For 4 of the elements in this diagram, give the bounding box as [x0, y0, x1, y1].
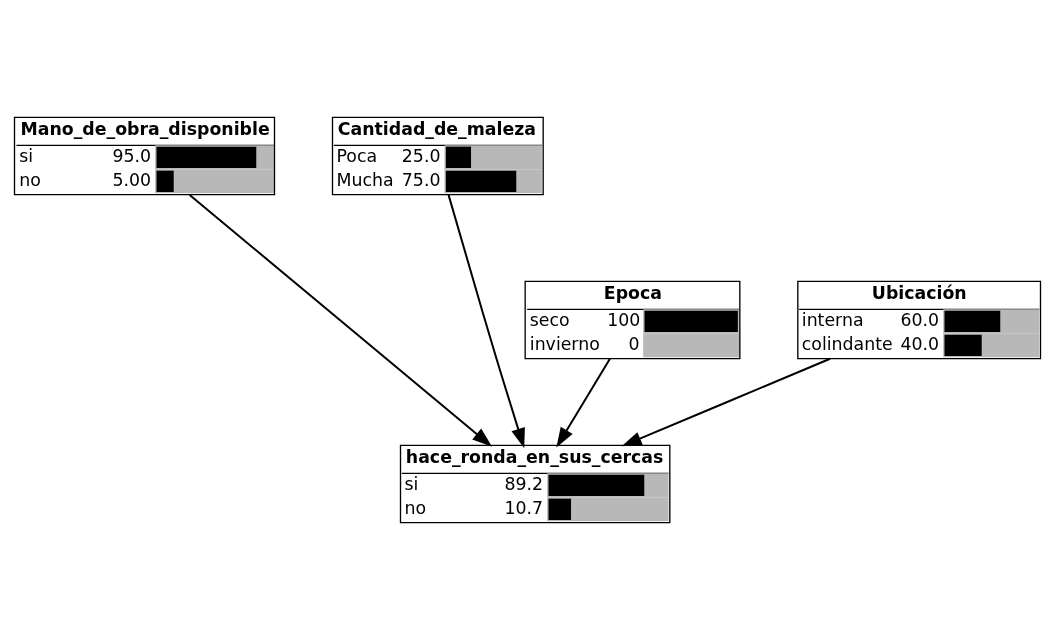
arrow [621, 357, 832, 447]
arrow [556, 357, 611, 448]
arrow [188, 193, 493, 447]
arrow [447, 193, 525, 449]
